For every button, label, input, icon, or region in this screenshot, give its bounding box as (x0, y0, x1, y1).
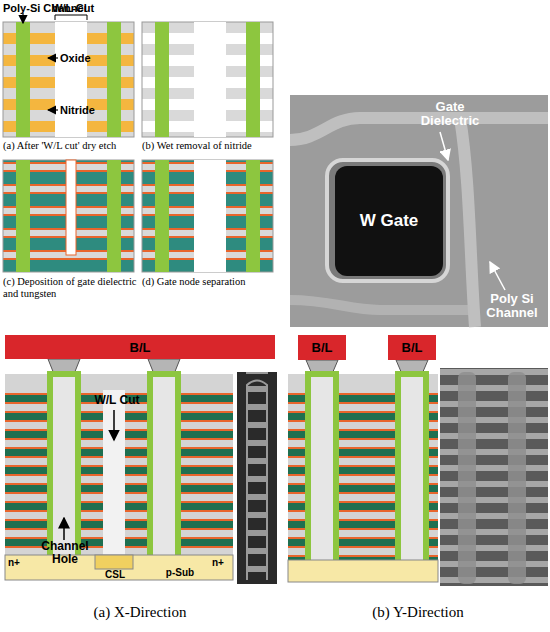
part-label: Oxide (60, 52, 110, 64)
gate-dielectric (327, 160, 448, 281)
bit-line: B/L (298, 335, 346, 360)
wl-cut-trench (194, 160, 226, 272)
poly-si-channel (16, 160, 30, 272)
gate-stack (5, 390, 233, 555)
poly-si-channel (246, 22, 260, 137)
poly-si-channel (16, 22, 30, 137)
panel-caption: (b) Wet removal of nitride (142, 140, 280, 152)
poly-si-channel (155, 22, 169, 137)
leader-arrow (490, 262, 505, 290)
process-panel (3, 160, 134, 272)
process-panel (3, 22, 134, 137)
part-label: W/L-Cut (52, 2, 112, 14)
interlayer-oxide (5, 374, 233, 390)
region-label: CSL (100, 569, 130, 580)
bit-line: B/L (388, 335, 436, 360)
bit-line: B/L (5, 335, 275, 359)
figure-caption: (b) Y-Direction (318, 604, 518, 621)
part-label: Poly Si Channel (478, 292, 546, 321)
channel-band (290, 300, 470, 310)
region-label: n+ (8, 557, 28, 568)
part-label: Gate Dielectric (410, 100, 490, 129)
tem-photo (290, 95, 548, 327)
wl-cut-slit (66, 160, 76, 255)
node-text: B/L (402, 340, 423, 355)
region-label: p-Sub (160, 567, 200, 578)
channel-pillar (150, 374, 178, 560)
gate-electrode: W Gate (335, 166, 443, 276)
sem-pillar (508, 372, 526, 584)
process-panel (142, 160, 273, 272)
leader-arrow (63, 518, 65, 540)
poly-si-channel (155, 160, 169, 272)
region-label: n+ (212, 557, 232, 568)
wl-cut-trench (55, 22, 87, 137)
leader-arrow (440, 132, 448, 160)
wl-cut-trench (194, 22, 226, 137)
substrate (288, 560, 438, 582)
channel-pillar (398, 374, 426, 564)
sem-photo (440, 368, 548, 586)
leader-arrow (113, 410, 115, 440)
leader-arrow (22, 13, 23, 23)
csl-region (95, 555, 133, 569)
figure-caption: (a) X-Direction (40, 604, 240, 621)
leader-arrow (48, 109, 58, 110)
node-text: B/L (130, 340, 151, 355)
panel-caption: (a) After 'W/L cut' dry etch (3, 140, 141, 152)
channel-pillar (308, 374, 336, 564)
node-text: B/L (312, 340, 333, 355)
sem-pillar (458, 372, 476, 584)
tem-strip-photo (237, 372, 277, 584)
channel-pillar (50, 374, 78, 560)
channel-band (460, 118, 475, 327)
node-text: W Gate (360, 211, 419, 231)
channel-band (290, 118, 548, 140)
substrate (5, 555, 233, 580)
poly-si-channel (246, 160, 260, 272)
wl-cut-trench (103, 390, 125, 555)
panel-caption: (c) Deposition of gate dielectric and tu… (3, 276, 137, 299)
bracket (55, 15, 87, 20)
poly-si-channel (107, 22, 121, 137)
leader-arrow (48, 57, 58, 58)
part-label: Nitride (60, 104, 110, 116)
part-label: Channel Hole (30, 540, 100, 566)
channel-outline (247, 381, 267, 581)
poly-si-channel (107, 160, 121, 272)
panel-caption: (d) Gate node separation (142, 276, 280, 288)
part-label: W/L Cut (82, 394, 152, 407)
process-panel (142, 22, 273, 137)
